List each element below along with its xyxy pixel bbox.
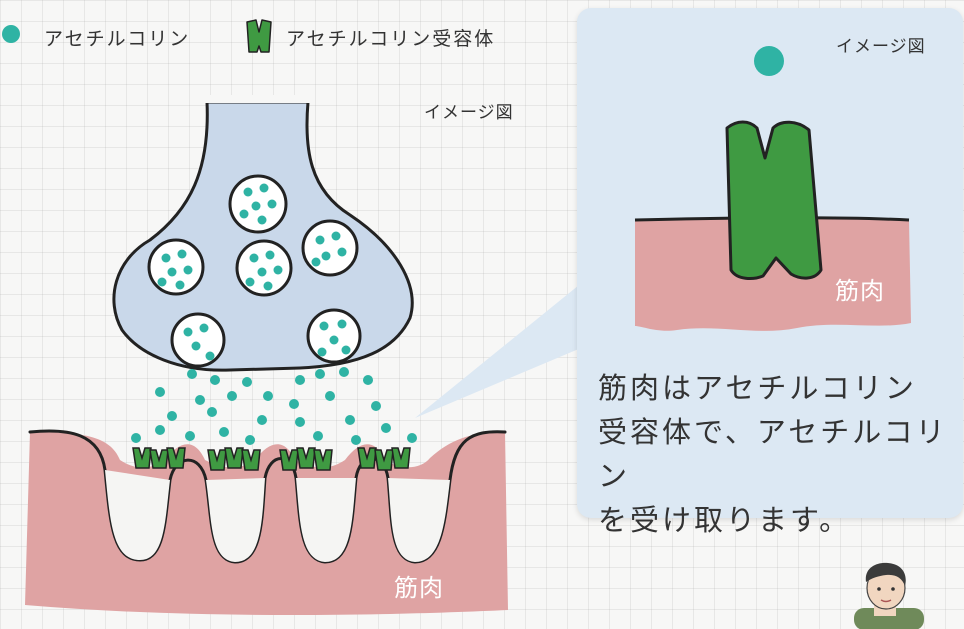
receptor-cluster	[207, 447, 261, 471]
legend-label-acetylcholine: アセチルコリン	[44, 28, 191, 50]
receptor-icon	[246, 19, 272, 53]
vesicle	[170, 312, 226, 368]
receptor-cluster	[279, 447, 333, 471]
vesicle	[306, 308, 362, 364]
nerve-terminal	[112, 100, 414, 372]
caption-line: を受け取ります。	[598, 503, 852, 537]
zoom-image-tag: イメージ図	[836, 37, 926, 57]
callout-pointer	[415, 268, 600, 418]
vesicle	[235, 239, 293, 297]
zoom-illustration	[634, 46, 911, 331]
zoom-muscle-label: 筋肉	[835, 277, 885, 305]
presenter-avatar-icon	[854, 562, 924, 629]
synapse-image-tag: イメージ図	[424, 103, 514, 123]
caption-line: 筋肉はアセチルコリン	[598, 371, 917, 405]
acetylcholine-molecule	[754, 46, 784, 76]
vesicle	[301, 219, 359, 277]
nerve-terminal-top-mask	[205, 95, 310, 103]
vesicle	[147, 238, 205, 296]
synapse-muscle-label: 筋肉	[394, 574, 444, 602]
muscle-cleft-fill	[105, 470, 450, 562]
zoom-muscle	[635, 217, 911, 331]
receptor-cluster	[357, 447, 411, 471]
vesicle	[228, 174, 288, 234]
caption-line: 受容体で、アセチルコリン	[598, 415, 948, 493]
released-acetylcholine	[131, 367, 417, 445]
receptor-cluster	[132, 447, 186, 469]
legend-label-receptor: アセチルコリン受容体	[286, 28, 496, 50]
callout-caption: 筋肉はアセチルコリン 受容体で、アセチルコリン を受け取ります。	[598, 366, 958, 542]
acetylcholine-dot-icon	[2, 25, 20, 43]
zoom-receptor	[725, 120, 823, 280]
